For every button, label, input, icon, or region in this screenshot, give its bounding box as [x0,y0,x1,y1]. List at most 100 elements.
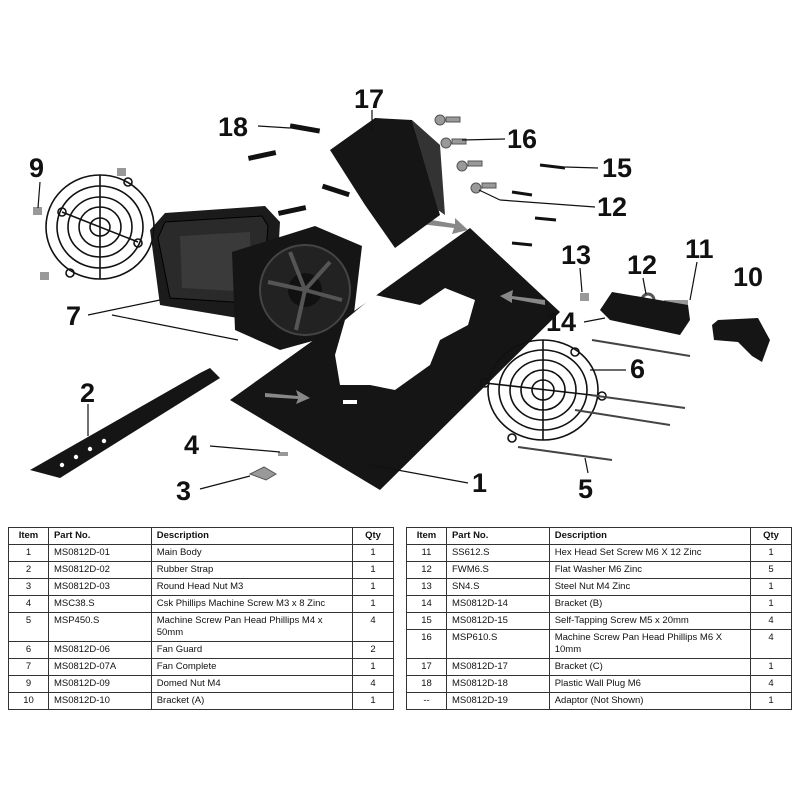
cell-description: Fan Guard [150,641,354,659]
nut-13-part [580,293,589,301]
bracket-c-part [330,118,445,248]
cell-part-no: MS0812D-15 [445,612,550,630]
nut-9c [40,272,49,280]
cell-qty: 1 [750,658,792,676]
direction-arrow [420,218,468,234]
cell-part-no: MSP450.S [47,612,152,642]
cell-description: Flat Washer M6 Zinc [548,561,752,579]
cell-qty: 1 [352,692,394,710]
main-body-part [230,228,560,490]
cell-qty: 1 [750,544,792,562]
cell-description: Plastic Wall Plug M6 [548,675,752,693]
header-description: Description [548,527,752,545]
cell-description: Bracket (B) [548,595,752,613]
cell-qty: 4 [750,612,792,630]
direction-arrow [500,290,545,305]
cell-description: Machine Screw Pan Head Phillips M6 X 10m… [548,629,752,659]
cell-item: 7 [8,658,49,676]
cell-qty: 1 [750,692,792,710]
screw-4-part [278,452,288,456]
header-item: Item [8,527,49,545]
cell-part-no: SN4.S [445,578,550,596]
cell-qty: 4 [750,675,792,693]
cell-qty: 1 [352,658,394,676]
rubber-strap-part [30,368,220,478]
cell-qty: 1 [352,561,394,579]
cell-description: Bracket (C) [548,658,752,676]
leader-lines [37,110,698,490]
callout-13: 13 [561,240,592,270]
nut-9a [117,168,126,176]
cell-part-no: FWM6.S [445,561,550,579]
cell-part-no: MS0812D-17 [445,658,550,676]
cell-item: 17 [406,658,447,676]
table-header-row: Item Part No. Description Qty [8,527,394,545]
cell-qty: 1 [750,578,792,596]
cell-description: Fan Complete [150,658,354,676]
cell-description: Round Head Nut M3 [150,578,354,596]
bracket-b-part [600,292,690,335]
callout-17: 17 [354,84,385,114]
cell-description: Machine Screw Pan Head Phillips M4 x 50m… [150,612,354,642]
cell-description: Self-Tapping Screw M5 x 20mm [548,612,752,630]
cell-qty: 2 [352,641,394,659]
cell-item: 18 [406,675,447,693]
fan-guard-right-part [480,339,607,443]
screws-5-part [517,339,691,461]
cell-qty: 1 [352,544,394,562]
callout-12: 12 [597,192,628,222]
cell-description: Rubber Strap [150,561,354,579]
cell-qty: 1 [750,595,792,613]
cell-description: Steel Nut M4 Zinc [548,578,752,596]
cell-qty: 1 [352,595,394,613]
cell-item: 1 [8,544,49,562]
direction-arrow [265,390,310,404]
callout-14: 14 [546,307,577,337]
cell-qty: 4 [352,612,394,642]
table-header-row: Item Part No. Description Qty [406,527,792,545]
cell-part-no: MSC38.S [47,595,152,613]
header-description: Description [150,527,354,545]
cell-part-no: MS0812D-18 [445,675,550,693]
cell-qty: 4 [750,629,792,659]
cell-item: 5 [8,612,49,642]
screws-16-part [434,114,497,194]
cell-description: Csk Phillips Machine Screw M3 x 8 Zinc [150,595,354,613]
callout-2: 2 [80,378,96,408]
cell-description: Hex Head Set Screw M6 X 12 Zinc [548,544,752,562]
cell-part-no: MS0812D-19 [445,692,550,710]
nut-9b [33,207,42,215]
callout-6: 6 [630,354,646,384]
cell-item: 15 [406,612,447,630]
cell-description: Domed Nut M4 [150,675,354,693]
callout-18: 18 [218,112,249,142]
cell-item: -- [406,692,447,710]
cell-qty: 4 [352,675,394,693]
bracket-a-part [712,318,770,362]
fan-guard-left-part [45,174,155,280]
cell-part-no: MS0812D-10 [47,692,152,710]
cell-part-no: MS0812D-14 [445,595,550,613]
cell-part-no: MS0812D-06 [47,641,152,659]
callout-12b: 12 [627,250,658,280]
cell-description: Main Body [150,544,354,562]
cell-item: 9 [8,675,49,693]
wall-plugs-part [247,123,350,216]
cell-part-no: MS0812D-01 [47,544,152,562]
cell-qty: 1 [352,578,394,596]
cell-item: 2 [8,561,49,579]
cell-part-no: MS0812D-02 [47,561,152,579]
